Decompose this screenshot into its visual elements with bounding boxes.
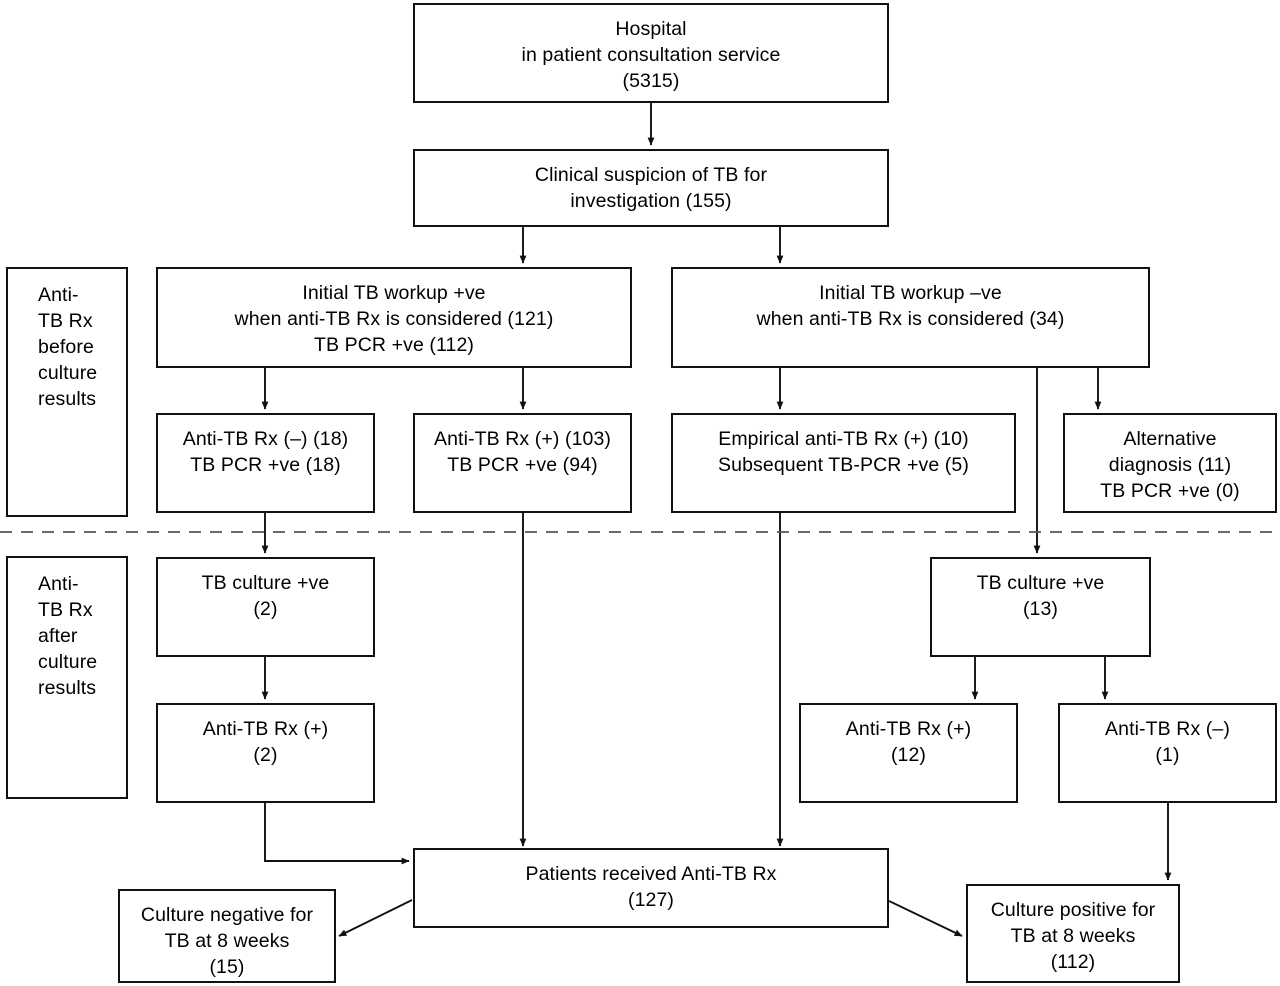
band-after-culture-results-label: Anti- TB Rx after culture results — [38, 573, 98, 699]
node-alternative-diagnosis-label: Alternative diagnosis (11) TB PCR +ve (0… — [1100, 428, 1240, 502]
node-anti-tb-rx-negative-1-label: Anti-TB Rx (–) (1) — [1105, 718, 1230, 766]
node-anti-tb-rx-positive-2: Anti-TB Rx (+) (2) — [156, 703, 375, 803]
band-before-culture-results-label: Anti- TB Rx before culture results — [38, 284, 98, 410]
node-culture-positive-8-weeks: Culture positive for TB at 8 weeks (112) — [966, 884, 1180, 983]
node-tb-culture-positive-2: TB culture +ve (2) — [156, 557, 375, 657]
node-anti-tb-rx-positive-103: Anti-TB Rx (+) (103) TB PCR +ve (94) — [413, 413, 632, 513]
node-anti-tb-rx-negative-18-label: Anti-TB Rx (–) (18) TB PCR +ve (18) — [182, 428, 349, 476]
node-initial-tb-workup-positive: Initial TB workup +ve when anti-TB Rx is… — [156, 267, 632, 368]
node-hospital-label: Hospital in patient consultation service… — [521, 18, 781, 92]
node-culture-negative-8-weeks: Culture negative for TB at 8 weeks (15) — [118, 889, 336, 983]
node-initial-tb-workup-positive-label: Initial TB workup +ve when anti-TB Rx is… — [234, 282, 554, 356]
node-clinical-suspicion: Clinical suspicion of TB for investigati… — [413, 149, 889, 227]
edge-received-rx-to-culture-positive-8w — [888, 900, 963, 937]
edge-received-rx-to-culture-negative-8w — [338, 899, 413, 937]
node-clinical-suspicion-label: Clinical suspicion of TB for investigati… — [534, 164, 768, 212]
node-tb-culture-positive-13-label: TB culture +ve (13) — [976, 572, 1105, 620]
band-after-culture-results: Anti- TB Rx after culture results — [6, 556, 128, 799]
node-initial-tb-workup-negative-label: Initial TB workup –ve when anti-TB Rx is… — [756, 282, 1065, 330]
node-tb-culture-positive-2-label: TB culture +ve (2) — [201, 572, 330, 620]
node-culture-negative-8-weeks-label: Culture negative for TB at 8 weeks (15) — [140, 904, 314, 978]
node-anti-tb-rx-negative-18: Anti-TB Rx (–) (18) TB PCR +ve (18) — [156, 413, 375, 513]
band-before-culture-results: Anti- TB Rx before culture results — [6, 267, 128, 517]
edge-rx-pos-2-to-received-rx — [264, 803, 410, 865]
node-patients-received-anti-tb-rx-label: Patients received Anti-TB Rx (127) — [525, 863, 777, 911]
node-anti-tb-rx-negative-1: Anti-TB Rx (–) (1) — [1058, 703, 1277, 803]
node-anti-tb-rx-positive-103-label: Anti-TB Rx (+) (103) TB PCR +ve (94) — [434, 428, 611, 476]
node-patients-received-anti-tb-rx: Patients received Anti-TB Rx (127) — [413, 848, 889, 928]
node-empirical-anti-tb-rx-label: Empirical anti-TB Rx (+) (10) Subsequent… — [718, 428, 969, 476]
node-empirical-anti-tb-rx: Empirical anti-TB Rx (+) (10) Subsequent… — [671, 413, 1016, 513]
node-anti-tb-rx-positive-2-label: Anti-TB Rx (+) (2) — [202, 718, 329, 766]
node-hospital: Hospital in patient consultation service… — [413, 3, 889, 103]
node-tb-culture-positive-13: TB culture +ve (13) — [930, 557, 1151, 657]
node-alternative-diagnosis: Alternative diagnosis (11) TB PCR +ve (0… — [1063, 413, 1277, 513]
node-anti-tb-rx-positive-12-label: Anti-TB Rx (+) (12) — [845, 718, 972, 766]
node-initial-tb-workup-negative: Initial TB workup –ve when anti-TB Rx is… — [671, 267, 1150, 368]
node-anti-tb-rx-positive-12: Anti-TB Rx (+) (12) — [799, 703, 1018, 803]
node-culture-positive-8-weeks-label: Culture positive for TB at 8 weeks (112) — [990, 899, 1156, 973]
